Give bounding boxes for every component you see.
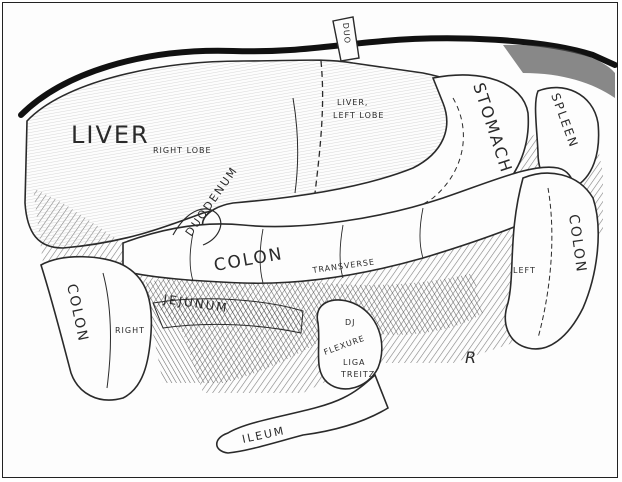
label-liver-left-lobe-2: LEFT LOBE [333,111,384,120]
label-liver-right-lobe: RIGHT LOBE [153,146,212,155]
abdominal-organs-sketch: LIVER RIGHT LOBE LIVER, LEFT LOBE STOMAC… [3,3,619,479]
label-left: LEFT [513,266,536,275]
label-treitz: TREITZ [340,370,375,379]
label-liver-left-lobe-1: LIVER, [337,98,368,107]
image-frame: LIVER RIGHT LOBE LIVER, LEFT LOBE STOMAC… [2,2,618,478]
label-duodenum-top: DUO [341,22,352,44]
artist-signature: R [465,348,478,367]
label-liga: LIGA [343,358,366,367]
label-dj: DJ [345,318,356,327]
label-right: RIGHT [115,326,145,335]
label-liver: LIVER [71,121,150,149]
